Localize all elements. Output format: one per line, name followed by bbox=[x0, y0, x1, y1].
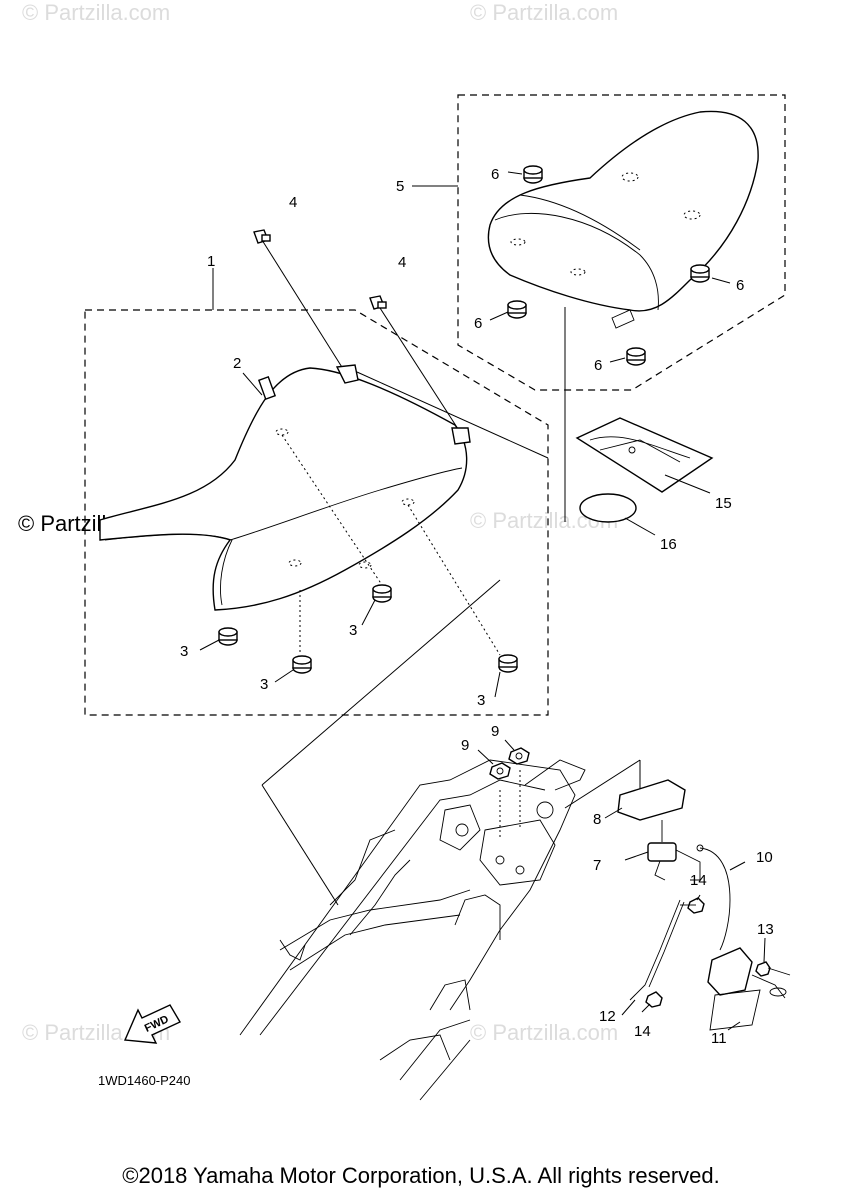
nut-9b bbox=[508, 747, 530, 765]
bolt-4-left bbox=[253, 229, 271, 244]
leader-15 bbox=[664, 474, 711, 494]
bracket-8 bbox=[617, 779, 686, 842]
bolt-13 bbox=[755, 961, 791, 977]
leader-13 bbox=[763, 937, 766, 963]
lock-lever-12 bbox=[629, 899, 681, 1001]
leader-6c bbox=[489, 311, 509, 321]
rider-seat-group-box bbox=[84, 309, 549, 716]
callout-4b: 4 bbox=[398, 254, 406, 271]
leader-3d bbox=[494, 671, 501, 698]
callout-16: 16 bbox=[660, 536, 677, 553]
grommet-6d bbox=[626, 347, 646, 366]
nut-9a bbox=[489, 762, 511, 780]
leader-3a bbox=[199, 639, 220, 651]
callout-7: 7 bbox=[593, 857, 601, 874]
callout-14a: 14 bbox=[690, 872, 707, 889]
lock-holder-11 bbox=[707, 947, 787, 1031]
leader-10 bbox=[729, 861, 746, 871]
watermark-bottom-right: © Partzilla.com bbox=[470, 1020, 618, 1045]
diagram-code: 1WD1460-P240 bbox=[98, 1073, 191, 1088]
leader-16 bbox=[624, 517, 656, 536]
rider-seat bbox=[99, 364, 471, 611]
leader-11 bbox=[727, 1021, 741, 1031]
grommet-3c bbox=[372, 584, 392, 603]
leader-14b bbox=[641, 1003, 651, 1013]
leader-7 bbox=[624, 851, 649, 861]
callout-13: 13 bbox=[757, 921, 774, 938]
callout-1: 1 bbox=[207, 253, 215, 270]
leader-9b bbox=[504, 739, 515, 751]
callout-9a: 9 bbox=[461, 737, 469, 754]
watermark-top-right: © Partzilla.com bbox=[470, 0, 618, 25]
leader-3c bbox=[361, 599, 376, 626]
bolt-line-right bbox=[379, 307, 461, 433]
callout-11: 11 bbox=[711, 1030, 727, 1047]
callout-6c: 6 bbox=[474, 315, 482, 332]
callout-6b: 6 bbox=[736, 277, 744, 294]
callout-14b: 14 bbox=[634, 1023, 651, 1040]
grommet-6b bbox=[690, 264, 710, 283]
callout-9b: 9 bbox=[491, 723, 499, 740]
rubber-band bbox=[579, 493, 637, 523]
callout-3c: 3 bbox=[349, 622, 357, 639]
callout-2: 2 bbox=[233, 355, 241, 372]
callout-3d: 3 bbox=[477, 692, 485, 709]
callout-5: 5 bbox=[396, 178, 404, 195]
callout-8: 8 bbox=[593, 811, 601, 828]
rear-frame bbox=[239, 759, 586, 1101]
leader-6a bbox=[507, 171, 523, 175]
tool-bag bbox=[575, 417, 714, 493]
grommet-3d bbox=[498, 654, 518, 673]
callout-3a: 3 bbox=[180, 643, 188, 660]
leader-12 bbox=[621, 999, 636, 1016]
grommet-3b bbox=[292, 655, 312, 674]
callout-3b: 3 bbox=[260, 676, 268, 693]
callout-10: 10 bbox=[756, 849, 773, 866]
grommet-3a bbox=[218, 627, 238, 646]
leader-14a bbox=[696, 894, 701, 901]
callout-15: 15 bbox=[715, 495, 732, 512]
seat-lock-7 bbox=[647, 842, 701, 881]
passenger-seat-group-box bbox=[457, 94, 786, 391]
bolt-14a bbox=[680, 897, 705, 914]
seat-lock-cable bbox=[699, 847, 731, 951]
copyright-notice: ©2018 Yamaha Motor Corporation, U.S.A. A… bbox=[122, 1163, 719, 1188]
leader-2 bbox=[242, 372, 263, 396]
bolt-4-right bbox=[369, 295, 387, 310]
dash-mount-a bbox=[281, 434, 383, 586]
leader-3b bbox=[274, 669, 294, 683]
callout-6d: 6 bbox=[594, 357, 602, 374]
leader-6b bbox=[711, 277, 731, 284]
fwd-arrow-icon: FWD bbox=[123, 1004, 181, 1044]
leader-6d bbox=[609, 357, 626, 363]
watermark-top-left: © Partzilla.com bbox=[22, 0, 170, 25]
grommet-6a bbox=[523, 165, 543, 184]
guide-line-c bbox=[261, 579, 501, 786]
guide-line-e bbox=[564, 759, 641, 809]
callout-6a: 6 bbox=[491, 166, 499, 183]
callout-4a: 4 bbox=[289, 194, 297, 211]
guide-line-d bbox=[261, 784, 339, 906]
callout-12: 12 bbox=[599, 1008, 616, 1025]
guide-line-a bbox=[356, 371, 549, 459]
leader-8 bbox=[604, 807, 623, 819]
grommet-6c bbox=[507, 300, 527, 319]
dash-mount-b bbox=[407, 504, 501, 656]
passenger-seat bbox=[487, 110, 759, 329]
bolt-line-left bbox=[261, 239, 346, 373]
bolt-14b bbox=[645, 991, 663, 1008]
leader-9a bbox=[477, 749, 494, 765]
